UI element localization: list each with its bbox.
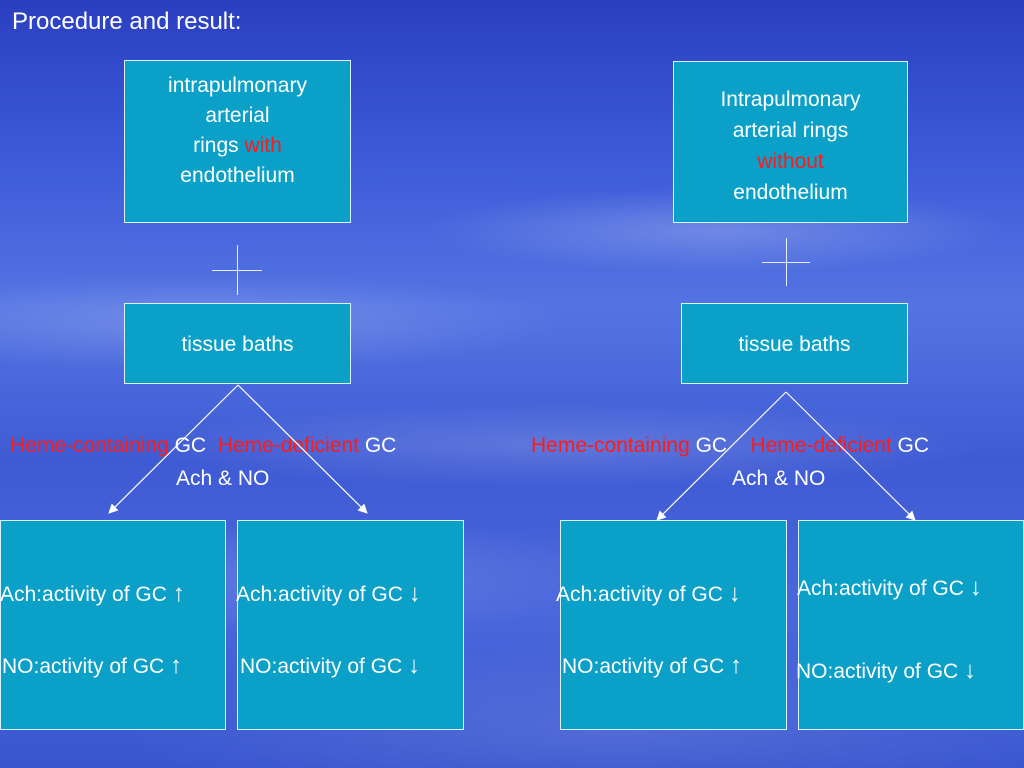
left-result-box-1 (0, 520, 226, 730)
down-arrow-icon: ↓ (728, 580, 741, 607)
right-result-box-2 (798, 520, 1024, 730)
left-result2-ach: Ach:activity of GC ↓ (236, 580, 421, 607)
right-arrow-to-box2 (785, 391, 916, 521)
slide-title: Procedure and result: (12, 8, 242, 35)
right-rings-line1: Intrapulmonary (720, 88, 861, 111)
up-arrow-icon: ↑ (730, 652, 743, 679)
left-arrow-to-box2 (237, 384, 368, 514)
right-rings-line2: arterial rings (732, 119, 849, 142)
left-rings-line4: endothelium (180, 164, 295, 187)
left-result1-no: NO:activity of GC ↑ (2, 652, 183, 679)
right-tissue-baths-label: tissue baths (738, 333, 851, 356)
right-result2-ach: Ach:activity of GC ↓ (797, 574, 982, 601)
left-result2-no: NO:activity of GC ↓ (240, 652, 421, 679)
left-rings-line1: intrapulmonary (168, 74, 307, 97)
left-result-box-2 (237, 520, 464, 730)
right-tissue-baths-box: tissue baths (681, 303, 908, 384)
right-heme-label: Heme-containing GC Heme-deficient GC (531, 434, 930, 457)
right-agents-label: Ach & NO (732, 467, 826, 490)
right-result1-ach: Ach:activity of GC ↓ (556, 580, 741, 607)
left-rings-line3: rings with (193, 134, 282, 157)
right-rings-box: Intrapulmonary arterial rings without en… (673, 61, 908, 223)
left-tissue-baths-box: tissue baths (124, 303, 351, 384)
right-rings-line4: endothelium (733, 181, 848, 204)
left-result1-ach: Ach:activity of GC ↑ (0, 580, 185, 607)
right-result-box-1 (560, 520, 787, 730)
up-arrow-icon: ↑ (172, 580, 185, 607)
without-highlight: without (757, 150, 824, 173)
right-arrow-to-box1 (656, 391, 787, 521)
down-arrow-icon: ↓ (964, 657, 977, 684)
down-arrow-icon: ↓ (408, 652, 421, 679)
down-arrow-icon: ↓ (408, 580, 421, 607)
left-tissue-baths-label: tissue baths (181, 333, 294, 356)
up-arrow-icon: ↑ (170, 652, 183, 679)
left-rings-box: intrapulmonary arterial rings with endot… (124, 60, 351, 223)
right-result2-no: NO:activity of GC ↓ (796, 657, 977, 684)
right-result1-no: NO:activity of GC ↑ (562, 652, 743, 679)
left-agents-label: Ach & NO (176, 467, 270, 490)
down-arrow-icon: ↓ (969, 574, 982, 601)
left-arrow-to-box1 (108, 384, 239, 514)
with-highlight: with (244, 134, 282, 157)
left-rings-line2: arterial (205, 104, 270, 127)
